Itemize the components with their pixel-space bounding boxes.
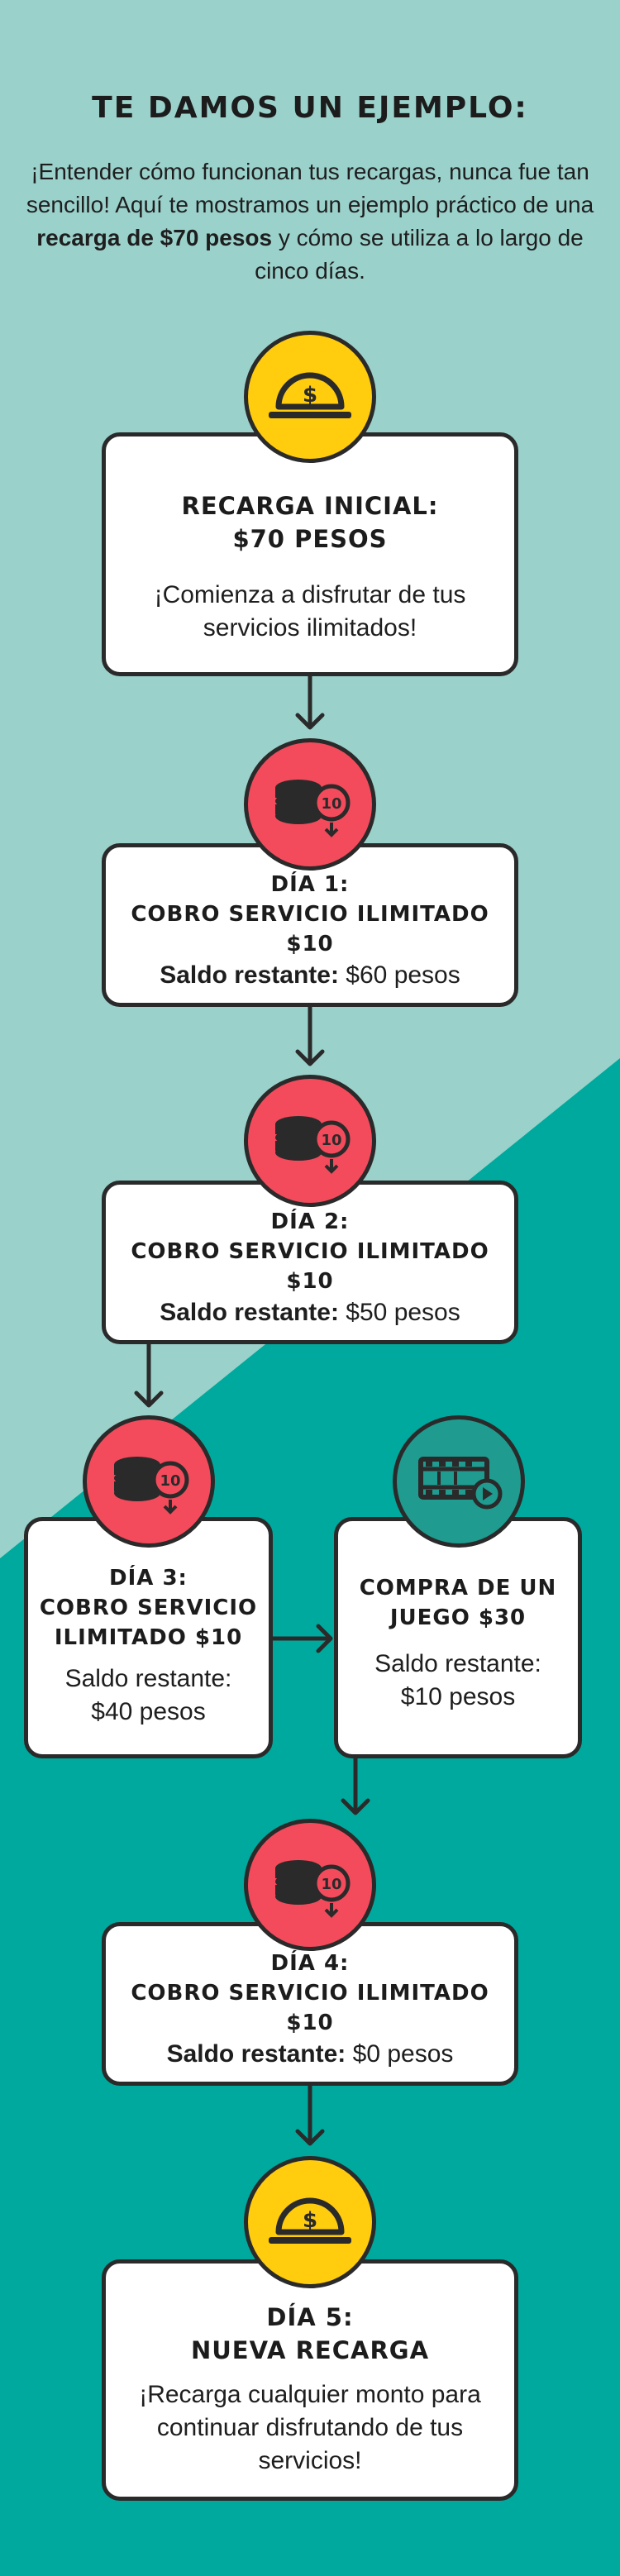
svg-text:$: $ [303, 383, 317, 408]
arrow-day2-day3 [134, 1341, 164, 1408]
intro-highlight: recarga de $70 pesos [36, 225, 273, 250]
step-day-2: Día 2: Cobro servicio ilimitado $10 Sald… [102, 1181, 518, 1344]
video-game-icon [393, 1415, 525, 1548]
balance-label: Saldo restante: [374, 1650, 541, 1677]
step-title: Día 3: [109, 1566, 188, 1591]
step-subtitle: Cobro servicio ilimitado $10 [131, 1239, 489, 1294]
step-day-5: Día 5: Nueva recarga ¡Recarga cualquier … [102, 2259, 518, 2501]
coins-icon: 10 [244, 1075, 376, 1207]
coins-icon: 10 [244, 738, 376, 871]
step-day-3: Día 3: Cobro servicio ilimitado $10 Sald… [24, 1517, 273, 1758]
step-title: Día 5: [266, 2303, 354, 2331]
svg-text:10: 10 [160, 1472, 180, 1490]
step-title: Día 2: [270, 1209, 350, 1234]
coins-icon: 10 [244, 1819, 376, 1951]
step-title: Recarga inicial: [181, 491, 439, 520]
step-subtitle: Cobro servicio [39, 1596, 258, 1620]
step-game-purchase: Compra de un juego $30 Saldo restante: $… [334, 1517, 582, 1758]
coins-icon: 10 [83, 1415, 215, 1548]
payment-terminal-icon: $ [244, 2156, 376, 2288]
svg-text:10: 10 [321, 795, 341, 813]
step-subtitle: Cobro servicio ilimitado $10 [131, 1981, 489, 2035]
balance-text: Saldo restante: $0 pesos [166, 2040, 454, 2068]
step-title-amount: $70 pesos [232, 524, 388, 553]
step-title: Compra de un [359, 1576, 557, 1600]
svg-text:$: $ [303, 2208, 317, 2233]
step-text: ¡Comienza a disfrutar de tus servicios i… [154, 580, 466, 642]
svg-text:10: 10 [321, 1876, 341, 1893]
step-subtitle: Cobro servicio ilimitado $10 [131, 902, 489, 956]
arrow-day4-day5 [295, 2083, 325, 2146]
step-subtitle-2: ilimitado $10 [54, 1625, 243, 1650]
arrow-game-day4 [341, 1756, 370, 1815]
step-subtitle: juego $30 [389, 1605, 527, 1630]
step-title: Día 4: [270, 1951, 350, 1976]
svg-text:10: 10 [321, 1132, 341, 1149]
page-title: Te damos un ejemplo: [92, 91, 528, 125]
intro-text: ¡Entender cómo funcionan tus recargas, n… [26, 159, 594, 284]
balance-value: $10 pesos [400, 1683, 516, 1710]
step-subtitle: Nueva recarga [190, 2336, 430, 2364]
arrow-day3-game [270, 1624, 333, 1653]
step-initial-recharge: Recarga inicial: $70 pesos ¡Comienza a d… [102, 432, 518, 676]
balance-text: Saldo restante: $50 pesos [160, 1299, 460, 1326]
balance-value: $40 pesos [91, 1698, 206, 1725]
payment-terminal-icon: $ [244, 331, 376, 463]
balance-label: Saldo restante: [64, 1665, 232, 1692]
step-title: Día 1: [270, 872, 350, 897]
arrow-day1-day2 [295, 1004, 325, 1066]
balance-text: Saldo restante: $60 pesos [160, 961, 460, 989]
step-text: ¡Recarga cualquier monto para continuar … [139, 2381, 481, 2474]
arrow-initial-day1 [295, 671, 325, 730]
step-day-1: Día 1: Cobro servicio ilimitado $10 Sald… [102, 843, 518, 1007]
